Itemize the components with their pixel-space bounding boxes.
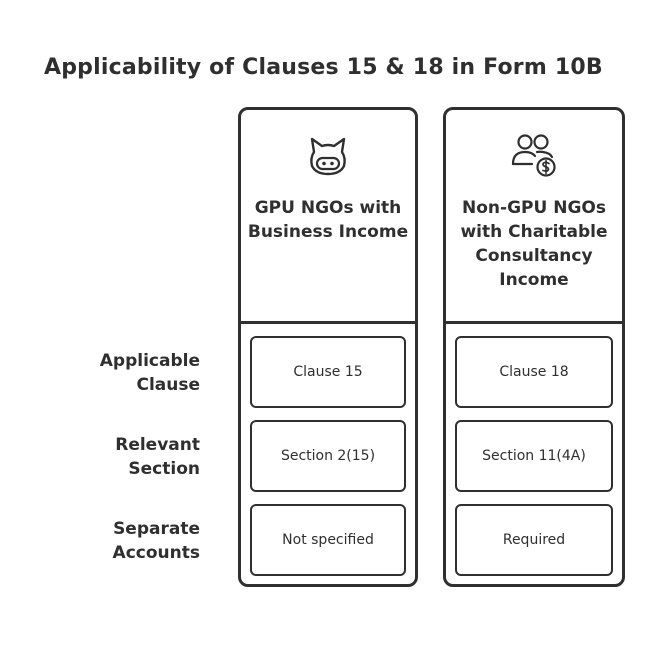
- cell-relevant-section: Section 2(15): [250, 420, 406, 492]
- column-non-gpu-ngos: Non-GPU NGOs with Charitable Consultancy…: [443, 107, 625, 587]
- column-title: GPU NGOs with Business Income: [247, 198, 409, 242]
- diagram-title: Applicability of Clauses 15 & 18 in Form…: [44, 55, 603, 80]
- row-label-relevant-section: Relevant Section: [40, 433, 200, 481]
- row-label-line: Separate: [113, 519, 200, 539]
- row-label-line: Clause: [136, 375, 200, 395]
- column-header: Non-GPU NGOs with Charitable Consultancy…: [446, 110, 622, 324]
- row-label-line: Section: [128, 459, 200, 479]
- row-label-line: Relevant: [115, 435, 200, 455]
- row-label-separate-accounts: Separate Accounts: [40, 517, 200, 565]
- cell-separate-accounts: Not specified: [250, 504, 406, 576]
- column-title: Non-GPU NGOs with Charitable Consultancy…: [460, 198, 608, 290]
- row-label-applicable-clause: Applicable Clause: [40, 349, 200, 397]
- cell-applicable-clause: Clause 15: [250, 336, 406, 408]
- users-dollar-icon: [511, 134, 556, 177]
- row-label-line: Accounts: [112, 543, 200, 563]
- row-label-line: Applicable: [99, 351, 200, 371]
- cell-relevant-section: Section 11(4A): [455, 420, 613, 492]
- column-header: GPU NGOs with Business Income: [241, 110, 415, 324]
- cat-face-icon: [310, 137, 346, 176]
- cell-applicable-clause: Clause 18: [455, 336, 613, 408]
- cell-separate-accounts: Required: [455, 504, 613, 576]
- column-gpu-ngos: GPU NGOs with Business Income Clause 15 …: [238, 107, 418, 587]
